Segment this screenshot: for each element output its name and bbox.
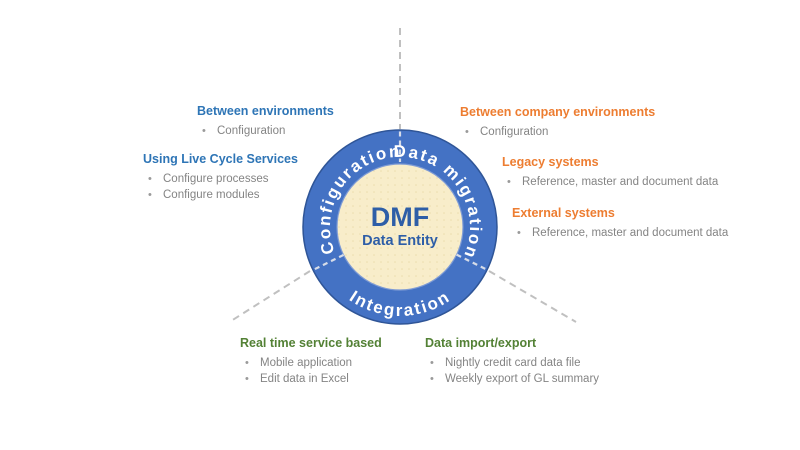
bullet-item: Configure modules bbox=[143, 187, 298, 203]
bullet-item: Configuration bbox=[197, 123, 334, 139]
section-using-live-cycle-services: Using Live Cycle Services Configure proc… bbox=[143, 152, 298, 203]
section-title: Between company environments bbox=[460, 105, 656, 119]
section-bullets: Configuration bbox=[197, 123, 334, 139]
section-bullets: Configure processes Configure modules bbox=[143, 171, 298, 203]
bullet-item: Configuration bbox=[460, 124, 655, 140]
ring-segment-divider-lower-left bbox=[311, 253, 345, 272]
bullet-item: Mobile application bbox=[240, 355, 382, 371]
section-bullets: Mobile application Edit data in Excel bbox=[240, 355, 382, 387]
bullet-item: Configure processes bbox=[143, 171, 298, 187]
bullet-item: Reference, master and document data bbox=[512, 225, 728, 241]
section-bullets: Reference, master and document data bbox=[512, 225, 728, 241]
section-bullets: Nightly credit card data file Weekly exp… bbox=[425, 355, 599, 387]
section-bullets: Reference, master and document data bbox=[502, 174, 718, 190]
section-title: Using Live Cycle Services bbox=[143, 152, 298, 166]
divider-line-lower-left bbox=[230, 270, 311, 322]
bullet-item: Edit data in Excel bbox=[240, 371, 382, 387]
bullet-item: Nightly credit card data file bbox=[425, 355, 599, 371]
section-data-import-export: Data import/export Nightly credit card d… bbox=[425, 336, 599, 387]
section-real-time-service-based: Real time service based Mobile applicati… bbox=[240, 336, 382, 387]
section-between-company-environments: Between company environments Configurati… bbox=[460, 105, 655, 140]
bullet-item: Weekly export of GL summary bbox=[425, 371, 599, 387]
section-title: Between environments bbox=[197, 104, 334, 118]
center-circle bbox=[336, 163, 464, 291]
center-title: DMF bbox=[371, 202, 429, 232]
section-legacy-systems: Legacy systems Reference, master and doc… bbox=[502, 155, 718, 190]
divider-line-lower-right bbox=[488, 270, 577, 323]
section-external-systems: External systems Reference, master and d… bbox=[512, 206, 728, 241]
section-title: Real time service based bbox=[240, 336, 382, 350]
section-between-environments: Between environments Configuration bbox=[197, 104, 334, 139]
center-subtitle: Data Entity bbox=[362, 233, 438, 249]
ring-segment-divider-lower-right bbox=[456, 253, 488, 271]
section-bullets: Configuration bbox=[460, 124, 655, 140]
bullet-item: Reference, master and document data bbox=[502, 174, 718, 190]
section-title: External systems bbox=[512, 206, 615, 220]
section-title: Legacy systems bbox=[502, 155, 599, 169]
section-title: Data import/export bbox=[425, 336, 537, 350]
